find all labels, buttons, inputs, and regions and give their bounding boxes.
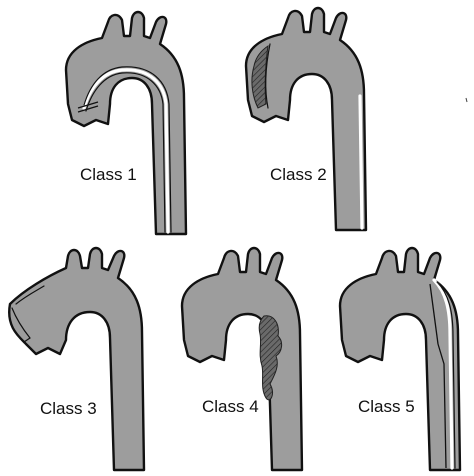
aorta-arch-class-3 [8,246,146,472]
label-class-3: Class 3 [40,399,97,418]
catheter-edge-class-5 [436,281,456,469]
label-class-1: Class 1 [80,165,137,184]
panel-class-3 [8,246,146,472]
descending-wall-line-class-2 [358,94,364,230]
outer-wall-line-class-2 [265,43,271,109]
flap-edge-inner-class-1 [85,72,166,233]
entry-tear-class-1 [77,101,99,113]
panel-class-1 [64,10,188,236]
panel-class-2 [244,6,368,232]
aorta-arch-class-4 [180,246,304,472]
edge-mark [465,97,468,103]
wall-line-class-3 [15,285,45,305]
panel-class-5 [338,246,462,472]
intimal-flap-class-1 [82,68,170,234]
flap-edge-outer-class-1 [83,66,172,233]
label-class-5: Class 5 [358,397,415,416]
ulcer-outline-class-3 [11,307,31,343]
panel-class-4 [180,246,304,472]
label-class-2: Class 2 [270,165,327,184]
catheter-wire-class-5 [437,343,447,469]
label-class-4: Class 4 [202,397,259,416]
catheter-line-outer-class-5 [432,278,454,470]
penetrating-ulcer-class-4 [258,315,283,401]
catheter-wire-2-class-5 [429,283,439,345]
aorta-arch-class-2 [244,6,368,232]
